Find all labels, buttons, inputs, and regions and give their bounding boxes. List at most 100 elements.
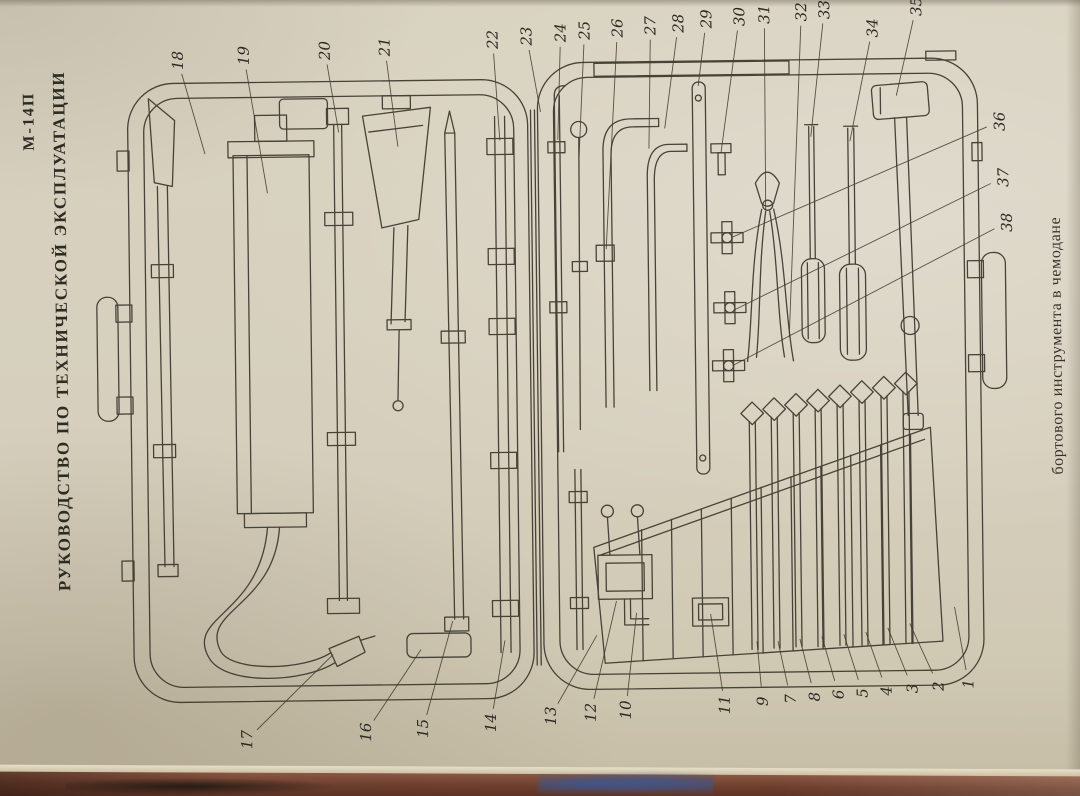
clamp-strip-right-half <box>568 468 590 651</box>
leader-line-23 <box>528 49 541 113</box>
leader-line-32 <box>788 25 802 337</box>
leader-line-26 <box>605 41 618 250</box>
leader-line-18 <box>181 73 206 155</box>
leader-line-12 <box>593 600 617 699</box>
callout-number-8: 8 <box>805 691 824 702</box>
callout-number-26: 26 <box>608 18 627 38</box>
clamp-strip-left-half <box>486 115 520 654</box>
leader-line-25 <box>578 44 585 158</box>
grease-hose <box>203 526 376 679</box>
callout-number-16: 16 <box>356 722 376 742</box>
wrench-set <box>740 371 918 651</box>
callout-number-14: 14 <box>481 712 501 733</box>
leader-line-4 <box>865 631 883 678</box>
leader-line-33 <box>810 23 824 137</box>
case-handle-right <box>966 251 1008 390</box>
hammer <box>870 81 930 431</box>
leader-line-38 <box>732 228 995 367</box>
leader-line-7 <box>777 641 789 686</box>
top-strip-bar <box>593 60 790 77</box>
leader-line-30 <box>720 30 738 153</box>
pliers <box>746 171 795 363</box>
valve-tool <box>597 504 654 626</box>
callout-number-32: 32 <box>792 2 811 22</box>
leader-line-24 <box>557 46 561 140</box>
pry-bar <box>147 98 179 578</box>
leader-line-6 <box>821 636 836 682</box>
leader-line-16 <box>373 649 422 721</box>
callout-number-37: 37 <box>994 167 1013 187</box>
leader-line-8 <box>799 638 812 684</box>
callout-number-13: 13 <box>541 706 560 726</box>
leader-line-29 <box>697 32 706 87</box>
callout-number-31: 31 <box>755 4 774 24</box>
oil-syringe <box>361 94 432 412</box>
nozzle-box <box>406 632 472 659</box>
callout-number-10: 10 <box>616 700 635 720</box>
callout-number-33: 33 <box>815 0 834 20</box>
leader-line-34 <box>849 41 871 142</box>
callout-number-34: 34 <box>863 18 882 38</box>
grease-gun <box>227 114 315 529</box>
leader-line-31 <box>763 28 767 210</box>
callout-number-27: 27 <box>641 15 660 36</box>
case-handle-left <box>96 296 134 422</box>
callout-number-20: 20 <box>315 40 334 61</box>
socket-crosses <box>710 220 747 383</box>
callout-number-22: 22 <box>483 29 502 50</box>
thin-rod <box>547 85 568 453</box>
callout-number-24: 24 <box>551 23 570 43</box>
leader-line-28 <box>664 37 678 129</box>
callout-number-29: 29 <box>697 9 716 29</box>
bent-wrench <box>646 143 688 392</box>
callout-number-25: 25 <box>575 20 594 41</box>
callout-number-28: 28 <box>669 13 688 33</box>
callout-number-19: 19 <box>234 45 253 66</box>
callout-number-11: 11 <box>715 695 734 715</box>
wrench-holder <box>593 426 944 664</box>
left-case-half <box>116 79 535 704</box>
callout-number-3: 3 <box>903 683 922 694</box>
small-box <box>278 97 329 130</box>
small-block <box>691 597 730 627</box>
callout-number-9: 9 <box>753 696 772 707</box>
leader-line-21 <box>386 60 399 147</box>
callout-number-36: 36 <box>990 111 1009 132</box>
leader-line-15 <box>426 620 454 716</box>
leader-line-27 <box>648 39 651 149</box>
callout-number-1: 1 <box>959 678 978 689</box>
blue-ink-mark <box>538 771 713 795</box>
handle-rod <box>324 107 361 615</box>
callout-number-7: 7 <box>781 694 800 704</box>
callout-number-4: 4 <box>877 685 896 696</box>
leader-line-20 <box>326 64 340 133</box>
leader-line-22 <box>493 53 501 141</box>
callout-number-2: 2 <box>929 681 948 692</box>
leader-line-36 <box>730 126 987 239</box>
callout-number-6: 6 <box>829 689 848 700</box>
file-tool <box>440 110 470 632</box>
callout-number-35: 35 <box>907 0 926 17</box>
leader-line-35 <box>895 19 914 96</box>
leader-line-5 <box>843 634 859 680</box>
callout-number-17: 17 <box>238 729 257 750</box>
leader-line-3 <box>887 627 908 676</box>
leader-line-13 <box>557 635 598 704</box>
leader-line-19 <box>245 69 268 194</box>
leader-line-11 <box>710 613 724 692</box>
callout-number-5: 5 <box>853 688 872 698</box>
leader-line-17 <box>256 654 334 731</box>
leader-line-10 <box>626 612 638 697</box>
leader-line-2 <box>909 623 934 674</box>
callout-number-12: 12 <box>581 702 600 723</box>
callout-number-23: 23 <box>517 26 536 46</box>
leader-line-37 <box>734 183 991 311</box>
case-hinge <box>529 109 542 666</box>
callout-number-21: 21 <box>375 37 394 57</box>
leader-line-1 <box>954 606 967 671</box>
shadow-smudge <box>66 778 336 795</box>
